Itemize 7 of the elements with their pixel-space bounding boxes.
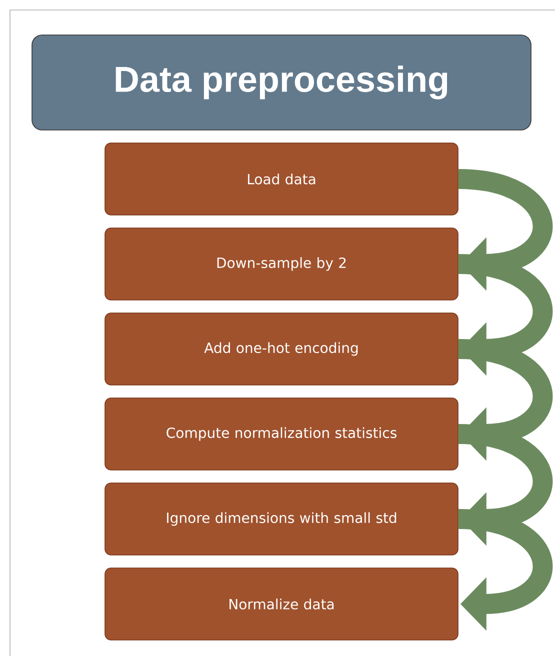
step-box: Add one-hot encoding [104,312,458,386]
step-box: Compute normalization statistics [104,398,458,470]
step-box: Down-sample by 2 [104,228,458,300]
step-box: Ignore dimensions with small std [104,482,458,556]
title-box: Data preprocessing [32,34,532,130]
step-box: Normalize data [104,568,458,640]
step-box: Load data [104,142,458,216]
